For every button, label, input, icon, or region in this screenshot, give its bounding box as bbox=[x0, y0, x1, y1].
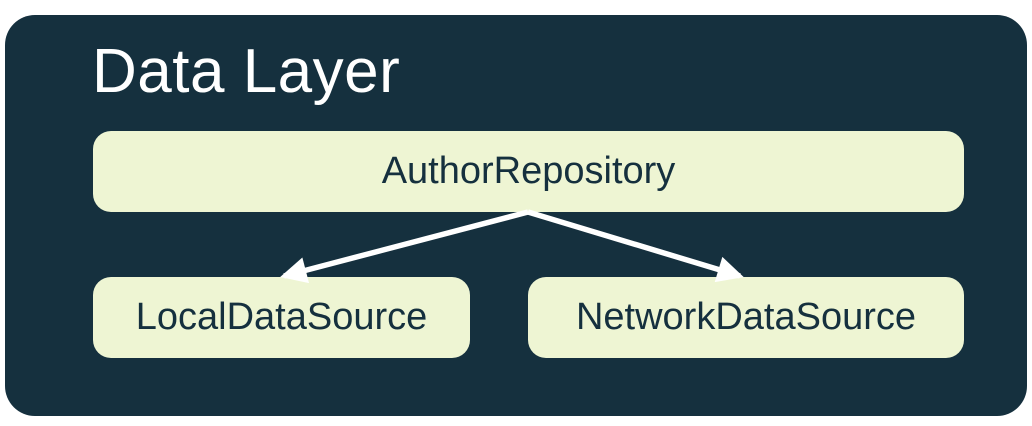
node-author-repository: AuthorRepository bbox=[93, 131, 964, 212]
node-author-repository-label: AuthorRepository bbox=[381, 150, 676, 192]
node-local-data-source: LocalDataSource bbox=[93, 277, 470, 358]
node-local-data-source-label: LocalDataSource bbox=[135, 296, 428, 338]
node-network-data-source-label: NetworkDataSource bbox=[575, 296, 917, 338]
node-network-data-source: NetworkDataSource bbox=[528, 277, 964, 358]
diagram-title: Data Layer bbox=[92, 37, 401, 106]
